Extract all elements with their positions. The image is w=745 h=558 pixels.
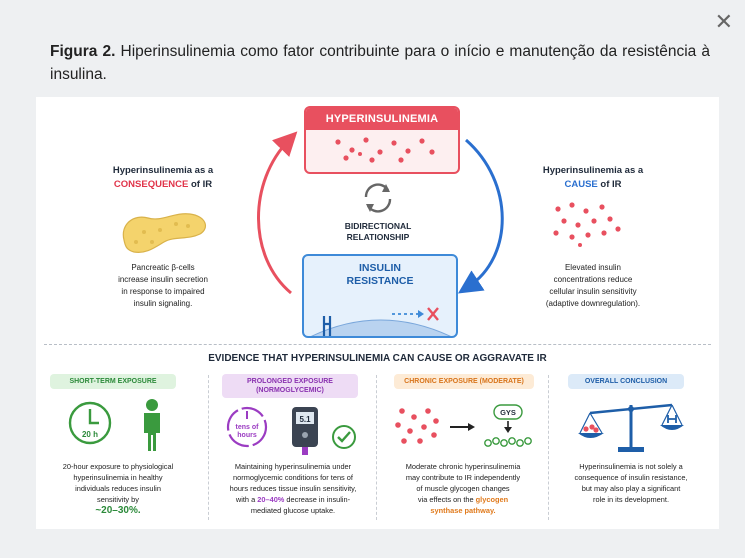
caption-label: Figura 2.: [50, 43, 116, 60]
insulin-dots-icon: [335, 137, 435, 163]
figure-caption: Figura 2. Hiperinsulinemia como fator co…: [50, 40, 710, 86]
pancreas-icon: [122, 213, 207, 253]
prolonged-line-post: decrease in insulin-: [284, 495, 351, 504]
conclusion-line: Hyperinsulinemia is not solely a: [579, 462, 683, 471]
bidirectional-line1: BIDIRECTIONAL: [344, 221, 412, 231]
prolonged-pill: PROLONGED EXPOSURE (NORMOGLYCEMIC): [222, 374, 358, 398]
consequence-desc-line: insulin signaling.: [133, 299, 193, 308]
clock-label-hours: hours: [237, 432, 257, 439]
consequence-title-line2: CONSEQUENCE of IR: [88, 178, 238, 192]
short-term-line: individuals reduces insulin: [75, 484, 161, 493]
clock-glucometer-icon: tens of hours 5.1: [226, 406, 356, 455]
consequence-desc-line: increase insulin secretion: [118, 275, 208, 284]
cause-desc-line: cellular insulin sensitivity: [549, 287, 637, 296]
chronic-pill: CHRONIC EXPOSURE (MODERATE): [394, 374, 534, 389]
red-arrow: [257, 131, 298, 295]
cause-title-line1: Hyperinsulinemia as a: [542, 165, 644, 176]
prolonged-pill-line1: PROLONGED EXPOSURE: [247, 378, 333, 385]
section-divider: [44, 344, 711, 345]
caption-text: Hiperinsulinemia como fator contribuinte…: [50, 43, 710, 83]
bidirectional-line2: RELATIONSHIP: [346, 232, 410, 242]
clock-label-20h: 20 h: [82, 430, 98, 439]
cycle-icon: [364, 183, 392, 213]
insulin-resistance-box: INSULIN RESISTANCE: [302, 254, 458, 338]
conclusion-line: consequence of insulin resistance,: [574, 473, 688, 482]
gys-label: GYS: [500, 408, 516, 417]
prolonged-text: Maintaining hyperinsulinemia under normo…: [212, 461, 374, 516]
conclusion-pill: OVERALL CONCLUSION: [568, 374, 684, 389]
short-term-highlight: ~20–30%.: [95, 505, 141, 516]
consequence-suffix: of IR: [188, 179, 213, 190]
cause-desc-line: concentrations reduce: [553, 275, 633, 284]
consequence-desc-line: Pancreatic β-cells: [131, 263, 195, 272]
short-term-line: sensitivity by: [97, 495, 139, 504]
chronic-line-pre: via effects on the: [417, 495, 476, 504]
consequence-desc-line: in response to impaired: [121, 287, 205, 296]
cause-suffix: of IR: [597, 179, 622, 190]
cause-title-line2: CAUSE of IR: [518, 178, 668, 192]
balance-scale-icon: [578, 403, 684, 452]
prolonged-line: normoglycemic conditions for tens of: [233, 473, 353, 482]
prolonged-pill-line2: (NORMOGLYCEMIC): [256, 387, 324, 394]
prolonged-line: with a 20–40% decrease in insulin-: [212, 494, 374, 505]
short-term-line: hyperinsulinemia in healthy: [73, 473, 163, 482]
prolonged-line-pre: with a: [235, 495, 258, 504]
cycle-arrows: [257, 131, 504, 295]
prolonged-highlight: 20–40%: [257, 495, 285, 504]
chronic-line: via effects on the glycogen: [382, 494, 544, 505]
conclusion-text: Hyperinsulinemia is not solely a consequ…: [550, 461, 712, 505]
prolonged-line: hours reduces tissue insulin sensitivity…: [229, 484, 357, 493]
receptor-icon: [311, 307, 451, 336]
conclusion-line: but may also play a significant: [581, 484, 681, 493]
evidence-title: EVIDENCE THAT HYPERINSULINEMIA CAN CAUSE…: [208, 353, 547, 364]
conclusion-line: role in its development.: [593, 495, 669, 504]
consequence-word: CONSEQUENCE: [113, 179, 189, 190]
figure-image: Hyperinsulinemia as a CONSEQUENCE of IR …: [36, 97, 719, 529]
short-term-text: 20-hour exposure to physiological hyperi…: [42, 461, 194, 516]
chronic-highlight-2: synthase pathway.: [430, 506, 496, 515]
chronic-text: Moderate chronic hyperinsulinemia may co…: [382, 461, 544, 516]
clock-label-tens: tens of: [236, 424, 260, 431]
chronic-line: Moderate chronic hyperinsulinemia: [405, 462, 521, 471]
close-icon[interactable]: ✕: [714, 10, 733, 35]
cause-title: Hyperinsulinemia as a CAUSE of IR: [518, 164, 668, 192]
cause-desc-line: Elevated insulin: [564, 263, 622, 272]
consequence-title-line1: Hyperinsulinemia as a: [112, 165, 214, 176]
prolonged-line: mediated glucose uptake.: [250, 506, 336, 515]
short-term-line: 20-hour exposure to physiological: [62, 462, 174, 471]
bidirectional-label: BIDIRECTIONAL RELATIONSHIP: [318, 221, 438, 243]
cause-description: Elevated insulin concentrations reduce c…: [518, 262, 668, 310]
consequence-title: Hyperinsulinemia as a CONSEQUENCE of IR: [88, 164, 238, 192]
clock-person-icon: 20 h: [68, 399, 160, 451]
glucometer-value: 5.1: [299, 415, 311, 424]
column-divider: [548, 375, 549, 520]
chronic-line: may contribute to IR independently: [405, 473, 521, 482]
insulin-resistance-title: INSULIN RESISTANCE: [304, 262, 456, 288]
glycogen-synthase-icon: GYS: [395, 404, 532, 447]
consequence-description: Pancreatic β-cells increase insulin secr…: [88, 262, 238, 310]
ir-title-line1: INSULIN: [359, 262, 401, 274]
chronic-highlight-1: glycogen: [475, 495, 509, 504]
cause-desc-line: (adaptive downregulation).: [545, 299, 641, 308]
chronic-line: of muscle glycogen changes: [416, 484, 510, 493]
prolonged-line: Maintaining hyperinsulinemia under: [234, 462, 352, 471]
hyperinsulinemia-title: HYPERINSULINEMIA: [306, 108, 458, 130]
blue-arrow: [457, 138, 504, 294]
hyperinsulinemia-box: HYPERINSULINEMIA: [304, 106, 460, 174]
insulin-molecules-icon: [553, 202, 621, 247]
cause-word: CAUSE: [564, 179, 598, 190]
column-divider: [208, 375, 209, 520]
column-divider: [376, 375, 377, 520]
short-term-pill: SHORT-TERM EXPOSURE: [50, 374, 176, 389]
ir-title-line2: RESISTANCE: [346, 275, 414, 287]
